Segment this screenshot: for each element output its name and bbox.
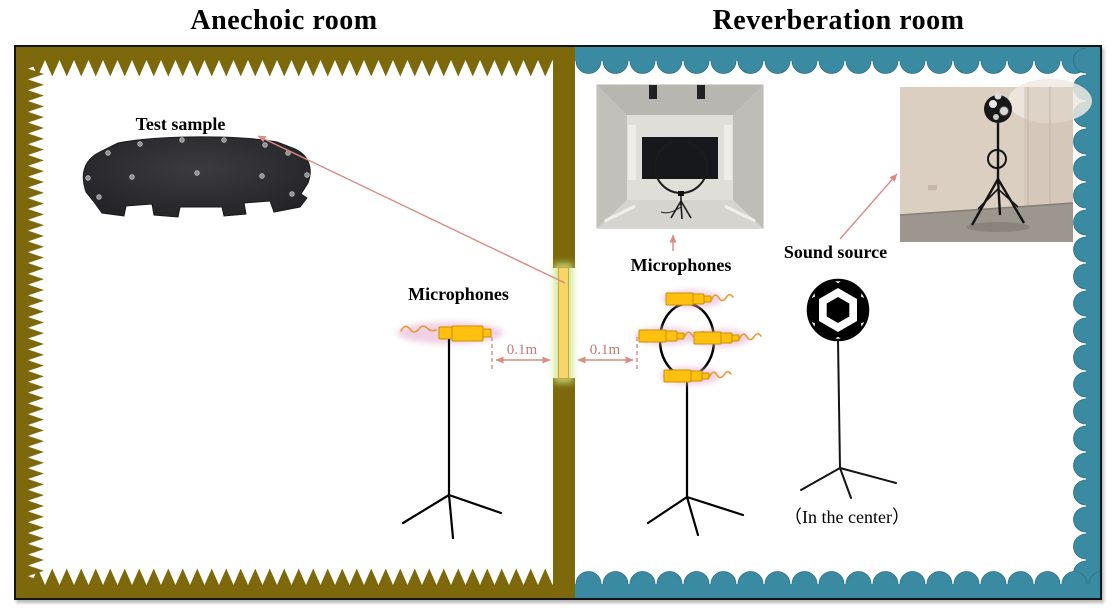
anechoic-wedge-border-top [16,47,553,78]
reverberation-scallop-border-bottom [575,568,1100,598]
ring-microphone-bottom [660,367,731,385]
test-sample-label: Test sample [135,114,226,134]
in-the-center-label: （In the center） [784,507,910,527]
microphones-photo [596,84,764,229]
sound-source-label: Sound source [783,242,888,262]
test-sample-strip [558,267,569,379]
photo-speaker-tripod [970,123,1026,226]
test-sample-photo [82,136,311,218]
microphone-icon [397,322,503,344]
title-reverberation-room: Reverberation room [712,5,965,36]
microphones-label-reverberation: Microphones [630,255,732,275]
microphones-label-anechoic: Microphones [408,284,509,304]
partition-wall-bottom [553,378,575,598]
partition-wall-top [553,47,575,268]
title-anechoic-room: Anechoic room [190,5,378,36]
photo-dodecahedron-speaker [984,92,1012,123]
microphone-ring-icon [600,283,800,537]
sound-source-stand [800,339,897,499]
microphone-stand [401,338,503,540]
distance-label-right: 0.1m [589,342,621,358]
mic-cable [400,325,437,333]
anechoic-wedge-border-bottom [16,567,553,598]
distance-label-left: 0.1m [506,342,538,358]
ring-microphone-right [690,329,761,347]
soccer-ball-icon [800,278,897,499]
sound-source-photo [899,79,1092,242]
anechoic-wedge-border-left [16,47,47,598]
reverberation-scallop-border-top [575,47,1100,77]
ring-microphone-top [662,290,733,308]
reverberation-scallop-border-right [1070,47,1100,598]
hood-liner-shape [82,136,311,218]
